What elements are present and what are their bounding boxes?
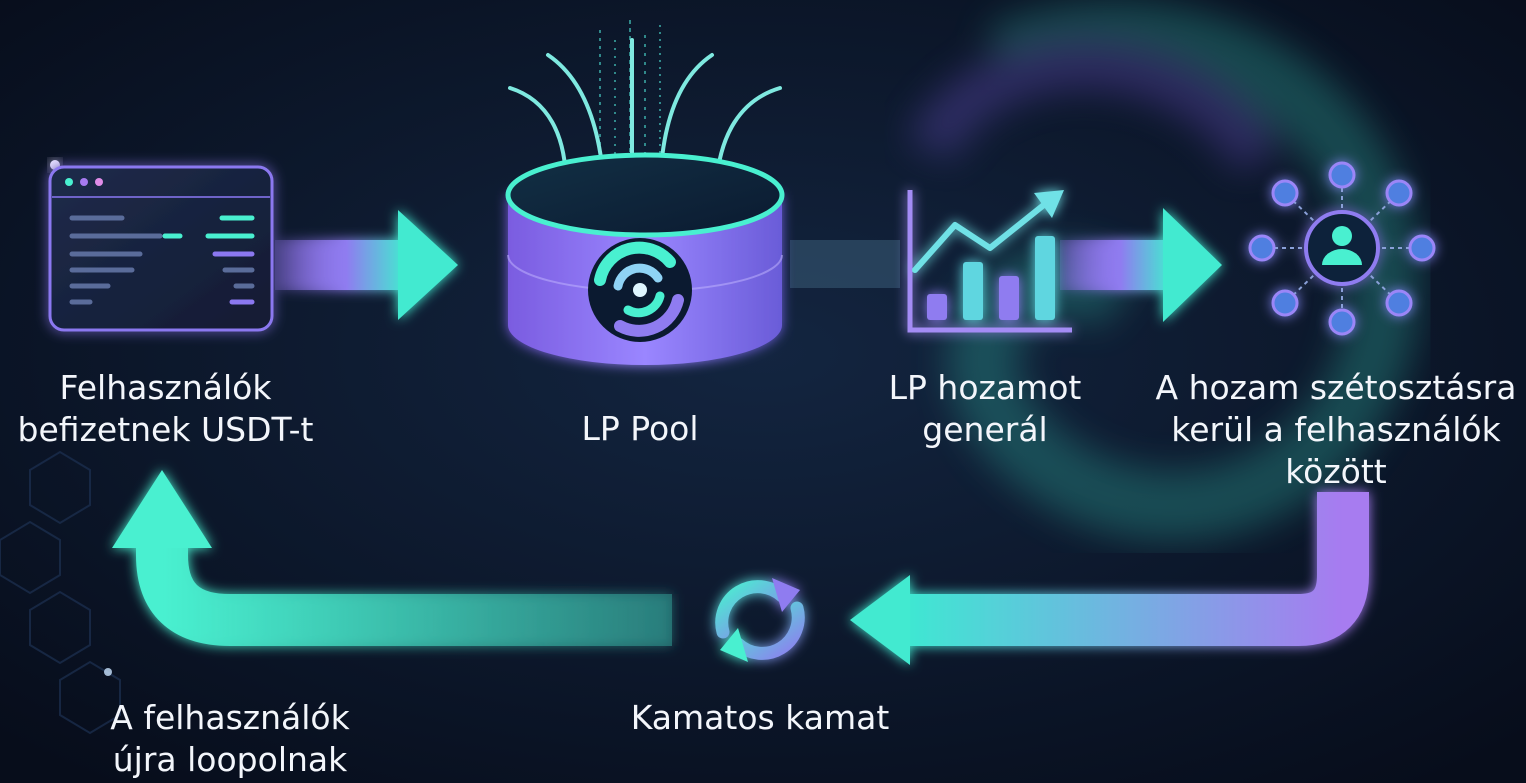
step-label-reloop: A felhasználók újra loopolnak	[110, 698, 350, 779]
dashboard-window-icon	[48, 165, 274, 332]
step-label-pool: LP Pool	[581, 409, 699, 448]
step-label-yield: LP hozamot generál	[888, 368, 1082, 449]
arrow-deposit-to-pool	[275, 210, 458, 320]
growth-bar-chart-icon	[907, 190, 1072, 333]
step-label-deposit: Felhasználók befizetnek USDT-t	[17, 368, 314, 449]
user-network-icon	[1248, 161, 1436, 336]
background-swirl	[907, 2, 1420, 541]
step-label-compound: Kamatos kamat	[630, 698, 890, 737]
arrow-compound-to-reloop	[112, 470, 672, 646]
arrow-pool-to-yield	[790, 240, 900, 288]
arrow-yield-to-distribute	[1060, 208, 1222, 322]
arrow-distribute-to-compound	[850, 492, 1369, 665]
liquidity-pool-cylinder-icon	[505, 20, 785, 365]
refresh-cycle-icon	[715, 578, 805, 662]
swirl-logo	[588, 238, 692, 342]
background-dot	[104, 668, 112, 676]
step-label-distribute: A hozam szétosztásra kerül a felhasználó…	[1155, 368, 1517, 491]
background-hexagons	[0, 450, 121, 735]
